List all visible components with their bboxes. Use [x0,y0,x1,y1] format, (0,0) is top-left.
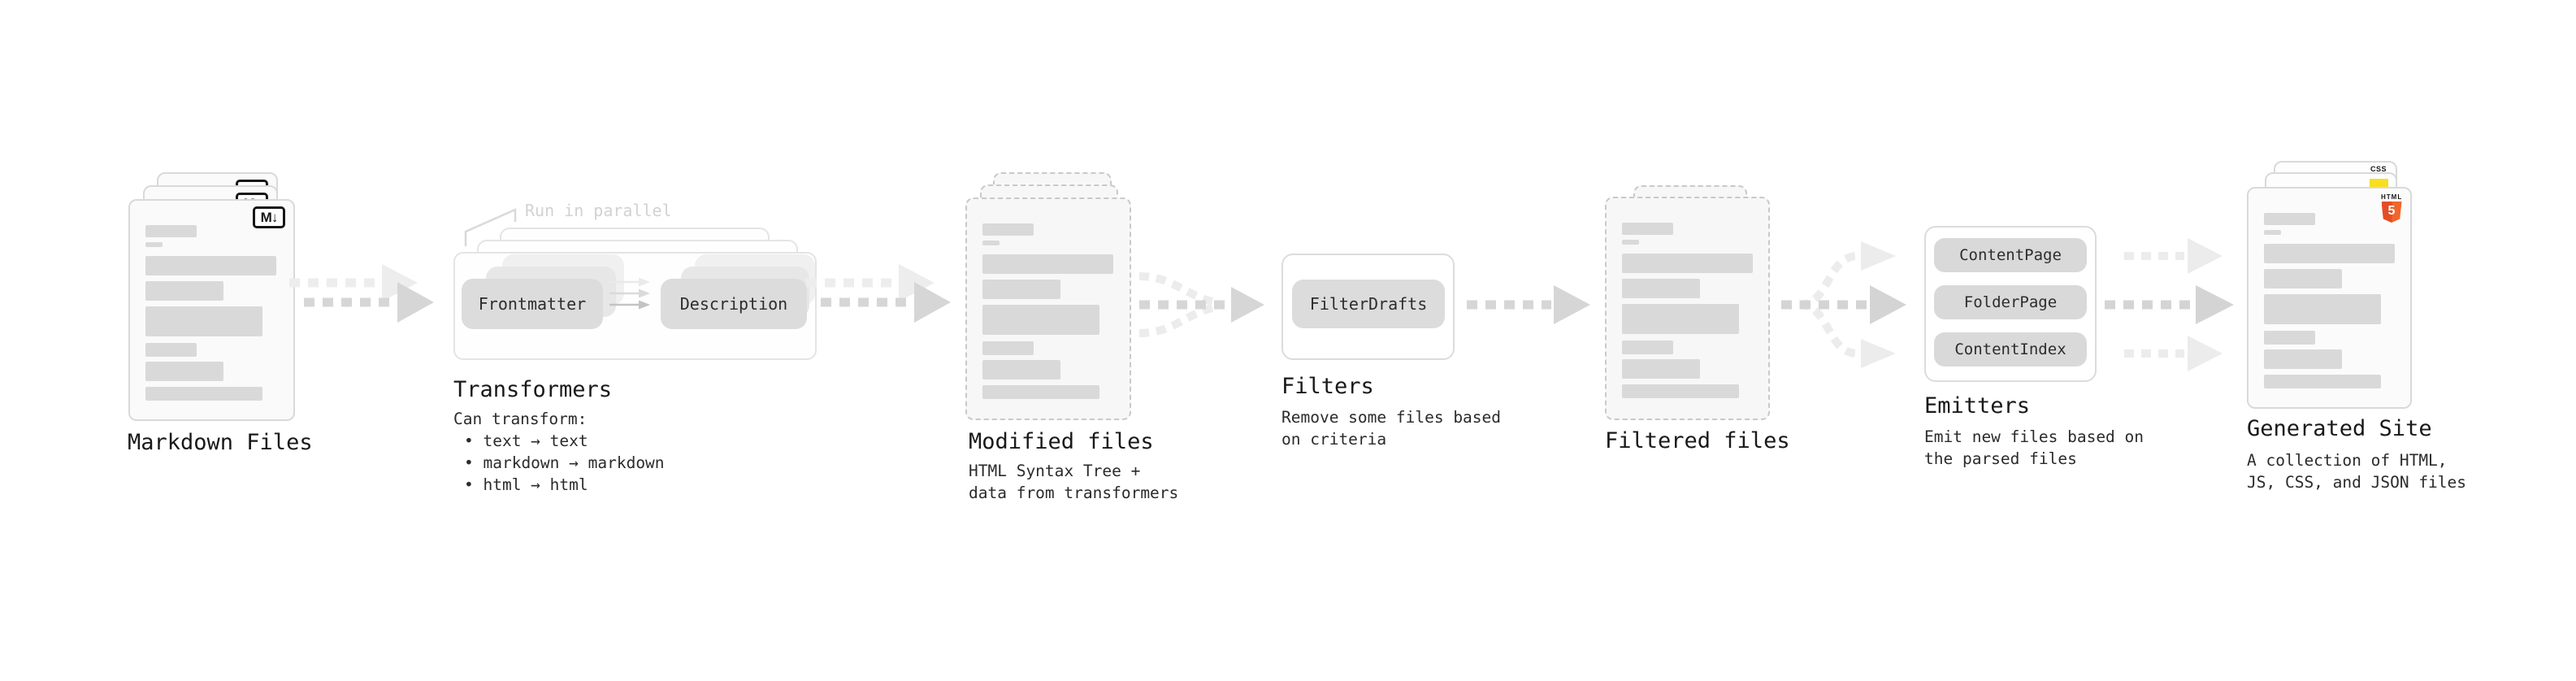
description-pill: Description [661,279,807,329]
description-line: on criteria [1281,430,1387,449]
file-content-preview [967,199,1130,419]
content-placeholder-bar [982,241,1000,245]
contentpage-pill: ContentPage [1934,238,2087,272]
content-placeholder-bar [2264,269,2342,288]
content-placeholder-bar [145,306,262,336]
content-placeholder-bar [982,305,1099,335]
filters-label: Filters [1281,374,1374,399]
css-badge-word: CSS [2370,165,2387,173]
content-placeholder-bar [982,280,1060,299]
annotation-leader-line [464,208,517,246]
content-placeholder-bar [145,387,262,401]
frontmatter-pill: Frontmatter [462,279,603,329]
description-line: JS, CSS, and JSON files [2247,473,2467,492]
content-placeholder-bar [145,281,223,301]
generated-site-description: A collection of HTML, JS, CSS, and JSON … [2247,449,2466,493]
flow-arrow-emitters-to-generated [2105,238,2234,371]
content-placeholder-bar [1622,359,1700,379]
content-placeholder-bar [1622,340,1673,354]
content-placeholder-bar [2264,213,2315,225]
content-placeholder-bar [1622,223,1673,235]
content-placeholder-bar [1622,304,1739,334]
content-placeholder-bar [982,341,1034,355]
html5-badge-word: HTML [2381,193,2403,201]
content-placeholder-bar [145,256,276,275]
markdown-icon: M↓ [253,206,285,228]
description-line: HTML Syntax Tree + [969,462,1141,480]
content-placeholder-bar [982,223,1034,236]
run-in-parallel-annotation: Run in parallel [525,201,672,220]
folderpage-pill: FolderPage [1934,285,2087,319]
content-placeholder-bar [145,225,197,237]
description-line: Emit new files based on [1924,427,2144,446]
content-placeholder-bar [1622,254,1753,273]
description-line: data from transformers [969,484,1179,502]
flow-arrow-markdown-to-transformers [289,264,434,323]
modified-files-description: HTML Syntax Tree + data from transformer… [969,460,1178,504]
content-placeholder-bar [982,360,1060,380]
content-placeholder-bar [145,343,197,357]
modified-files-label: Modified files [969,429,1154,454]
flow-arrow-transformers-to-modified [806,264,951,323]
file-content-preview [130,201,293,419]
description-line: • markdown → markdown [464,453,665,472]
contentindex-pill: ContentIndex [1934,332,2087,367]
description-line: A collection of HTML, [2247,451,2448,470]
description-line: the parsed files [1924,449,2077,468]
content-placeholder-bar [1622,384,1739,398]
html5-badge-shield: 5 [2381,202,2402,223]
description-line: • text → text [464,432,588,450]
filterdrafts-pill: FilterDrafts [1292,280,1445,328]
description-line: Can transform: [453,410,588,428]
description-line: Remove some files based [1281,408,1502,427]
flow-arrow-modified-to-filters [1138,272,1264,337]
filtered-files-label: Filtered files [1605,428,1790,453]
file-content-preview [2249,189,2410,407]
content-placeholder-bar [2264,230,2281,235]
file-content-preview [1607,198,1768,419]
content-placeholder-bar [2264,331,2315,345]
flow-arrow-filters-to-filtered [1467,285,1590,324]
content-placeholder-bar [982,385,1099,399]
content-placeholder-bar [2264,244,2395,263]
parallel-transform-arrows [609,277,650,310]
modified-file-card-front [965,197,1131,420]
content-placeholder-bar [982,254,1113,274]
content-placeholder-bar [145,242,163,247]
generated-file-card-html: HTML 5 [2247,187,2412,409]
markdown-file-card-front: M↓ [128,199,295,421]
content-placeholder-bar [2264,294,2381,324]
transformers-description: Can transform: • text → text • markdown … [453,408,665,496]
content-placeholder-bar [2264,375,2381,388]
description-line: • html → html [464,475,588,494]
javascript-icon [2370,179,2388,189]
html5-icon: HTML 5 [2381,193,2402,223]
content-placeholder-bar [2264,349,2342,369]
filters-description: Remove some files based on criteria [1281,406,1501,450]
flow-arrow-filtered-to-emitters [1781,241,1906,368]
content-placeholder-bar [145,362,223,381]
emitters-label: Emitters [1924,393,2031,419]
markdown-files-label: Markdown Files [128,430,313,455]
content-placeholder-bar [1622,240,1639,245]
transformers-label: Transformers [453,377,613,402]
content-placeholder-bar [1622,279,1700,298]
emitters-description: Emit new files based on the parsed files [1924,426,2144,470]
filtered-file-card-front [1605,197,1770,420]
generated-site-label: Generated Site [2247,416,2432,441]
